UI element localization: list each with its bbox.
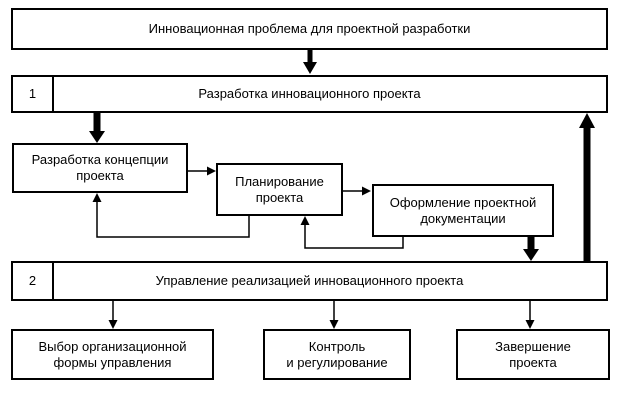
documentation-box: Оформление проектной документации [372,184,554,237]
stage2-box: 2 Управление реализацией инновационного … [11,261,608,301]
control-box-label-line1: Контроль [308,338,366,354]
org-form-box-label-line1: Выбор организационной [38,338,187,354]
stage1-label: Разработка инновационного проекта [198,86,421,101]
arrow-documentation-to-stage2-icon [523,237,539,261]
stage1-box: 1 Разработка инновационного проекта [11,75,608,113]
completion-box-label-line2: проекта [509,354,557,370]
arrow-planning-to-documentation-icon [343,186,371,196]
stage2-number: 2 [28,273,37,288]
stage1-number-cell: 1 [13,77,54,111]
concept-box: Разработка концепции проекта [12,143,188,193]
control-box-label-line2: и регулирование [286,354,388,370]
problem-box-label: Инновационная проблема для проектной раз… [148,21,471,36]
arrow-problem-to-stage1-icon [303,49,317,74]
arrow-stage2-to-completion-icon [525,301,535,329]
arrow-stage2-to-orgform-icon [108,301,118,329]
completion-box: Завершение проекта [456,329,610,380]
completion-box-label-line1: Завершение [495,338,571,354]
arrow-concept-to-planning-icon [188,166,216,176]
concept-box-label-line2: проекта [76,168,124,183]
stage2-number-cell: 2 [13,263,54,299]
planning-box: Планирование проекта [216,163,343,216]
documentation-box-label-line1: Оформление проектной [389,194,537,210]
stage1-number: 1 [28,86,37,101]
planning-box-label-line1: Планирование [235,173,324,189]
problem-box: Инновационная проблема для проектной раз… [11,8,608,50]
arrow-stage1-to-concept-icon [89,112,105,143]
org-form-box: Выбор организационной формы управления [11,329,214,380]
arrow-stage2-to-control-icon [329,301,339,329]
org-form-box-label-line2: формы управления [53,354,172,370]
documentation-box-label-line2: документации [420,210,506,226]
arrow-stage2-to-stage1-icon [579,113,595,261]
planning-box-label-line2: проекта [255,189,304,205]
concept-box-label-line1: Разработка концепции [31,152,169,167]
control-box: Контроль и регулирование [263,329,411,380]
stage2-label: Управление реализацией инновационного пр… [155,273,464,288]
